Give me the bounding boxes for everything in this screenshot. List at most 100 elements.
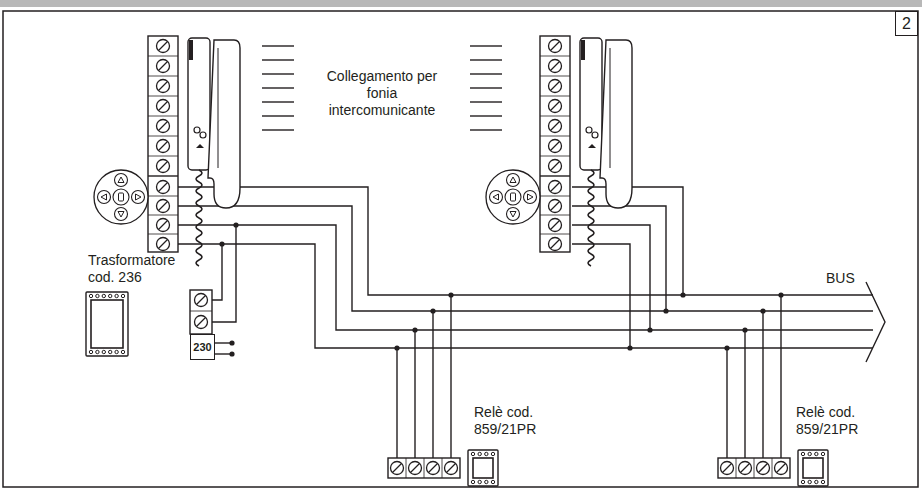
junction-dot (742, 327, 747, 332)
screw-slot (777, 464, 786, 473)
wire (178, 206, 873, 311)
din-terminal (808, 480, 811, 483)
terminal-cell (148, 136, 178, 137)
junction-dot (219, 241, 224, 246)
screw-slot (741, 464, 750, 473)
handset-cord (196, 170, 202, 266)
pad-key (507, 208, 520, 221)
pad-center-icon (511, 193, 516, 201)
intercom-button (194, 127, 200, 133)
screw-slot (551, 102, 560, 111)
intercom-link-line (470, 59, 502, 60)
terminal-cell (148, 196, 178, 197)
terminal-cell (540, 136, 570, 137)
junction-dot (229, 340, 234, 345)
pad-arrow (528, 194, 534, 200)
pad-arrow (510, 212, 516, 218)
terminal-screw (549, 40, 562, 53)
intercom-logo (581, 40, 585, 60)
screw-slot (159, 102, 168, 111)
intercom-link-line (470, 87, 502, 88)
din-terminal (478, 452, 481, 455)
wire (762, 311, 763, 460)
screw-slot (159, 42, 168, 51)
terminal-screw (157, 219, 170, 232)
terminal-strip (148, 36, 178, 252)
din-terminal (808, 452, 811, 455)
intercom-logo (189, 40, 193, 60)
screw-slot (159, 142, 168, 151)
terminal-screw (195, 316, 208, 329)
din-terminal (89, 350, 92, 353)
pad-key (507, 174, 520, 187)
terminal-cell (148, 116, 178, 117)
terminal-cell (148, 56, 178, 57)
terminal-screw (757, 462, 770, 475)
screw-slot (159, 122, 168, 131)
din-terminal (485, 452, 488, 455)
din-terminal (109, 294, 112, 297)
part-label: Trasformatore cod. 236 (88, 252, 188, 286)
terminal-screw (157, 181, 170, 194)
wire (572, 225, 650, 330)
mains-terminal-box: 230 (190, 334, 215, 360)
terminal-cell (540, 56, 570, 57)
screw-slot (159, 240, 168, 249)
junction-dot (627, 345, 632, 350)
terminal-cell (540, 116, 570, 117)
junction-dot (412, 327, 417, 332)
screw-slot (551, 162, 560, 171)
intercom-link-line (262, 115, 294, 116)
navigation-pad (486, 170, 540, 224)
wire (744, 330, 745, 460)
terminal-cell (148, 76, 178, 77)
junction-dot (680, 292, 685, 297)
intercom-button (586, 127, 592, 133)
wire (178, 225, 873, 330)
terminal-screw (157, 120, 170, 133)
screw-slot (393, 464, 402, 473)
terminal-cell (148, 215, 178, 216)
pad-arrow (510, 177, 516, 183)
screw-slot (551, 62, 560, 71)
din-terminal (115, 294, 118, 297)
screw-slot (551, 183, 560, 192)
junction-dot (760, 308, 765, 313)
screw-slot (159, 162, 168, 171)
wire (726, 348, 727, 460)
relay-terminal-block (388, 458, 460, 478)
terminal-screw (157, 140, 170, 153)
wire (450, 295, 451, 460)
terminal-screw (549, 219, 562, 232)
pad-center-key (113, 189, 129, 205)
terminal-screw (427, 462, 440, 475)
wire (178, 244, 873, 348)
figure-number: 2 (902, 15, 911, 33)
wire (572, 206, 666, 311)
wire (212, 244, 222, 300)
terminal-screw (721, 462, 734, 475)
din-terminal (471, 480, 474, 483)
terminal-cell (772, 458, 773, 478)
terminal-cell (736, 458, 737, 478)
terminal-screw (549, 60, 562, 73)
terminal-screw (157, 80, 170, 93)
terminal-screw (549, 140, 562, 153)
pad-arrow (136, 194, 142, 200)
terminal-cell (406, 458, 407, 478)
intercom-button (200, 132, 206, 138)
intercom-link-line (262, 59, 294, 60)
pad-center-icon (119, 193, 124, 201)
terminal-strip-divider (148, 175, 178, 176)
terminal-screw (157, 200, 170, 213)
intercom-link-line (470, 73, 502, 74)
pad-key (132, 191, 145, 204)
terminal-screw (195, 294, 208, 307)
wire (212, 225, 236, 322)
din-terminal (115, 350, 118, 353)
din-terminal (801, 452, 804, 455)
part-label: Relè cod. 859/21PR (474, 404, 578, 438)
screw-slot (197, 318, 206, 327)
screw-slot (551, 202, 560, 211)
